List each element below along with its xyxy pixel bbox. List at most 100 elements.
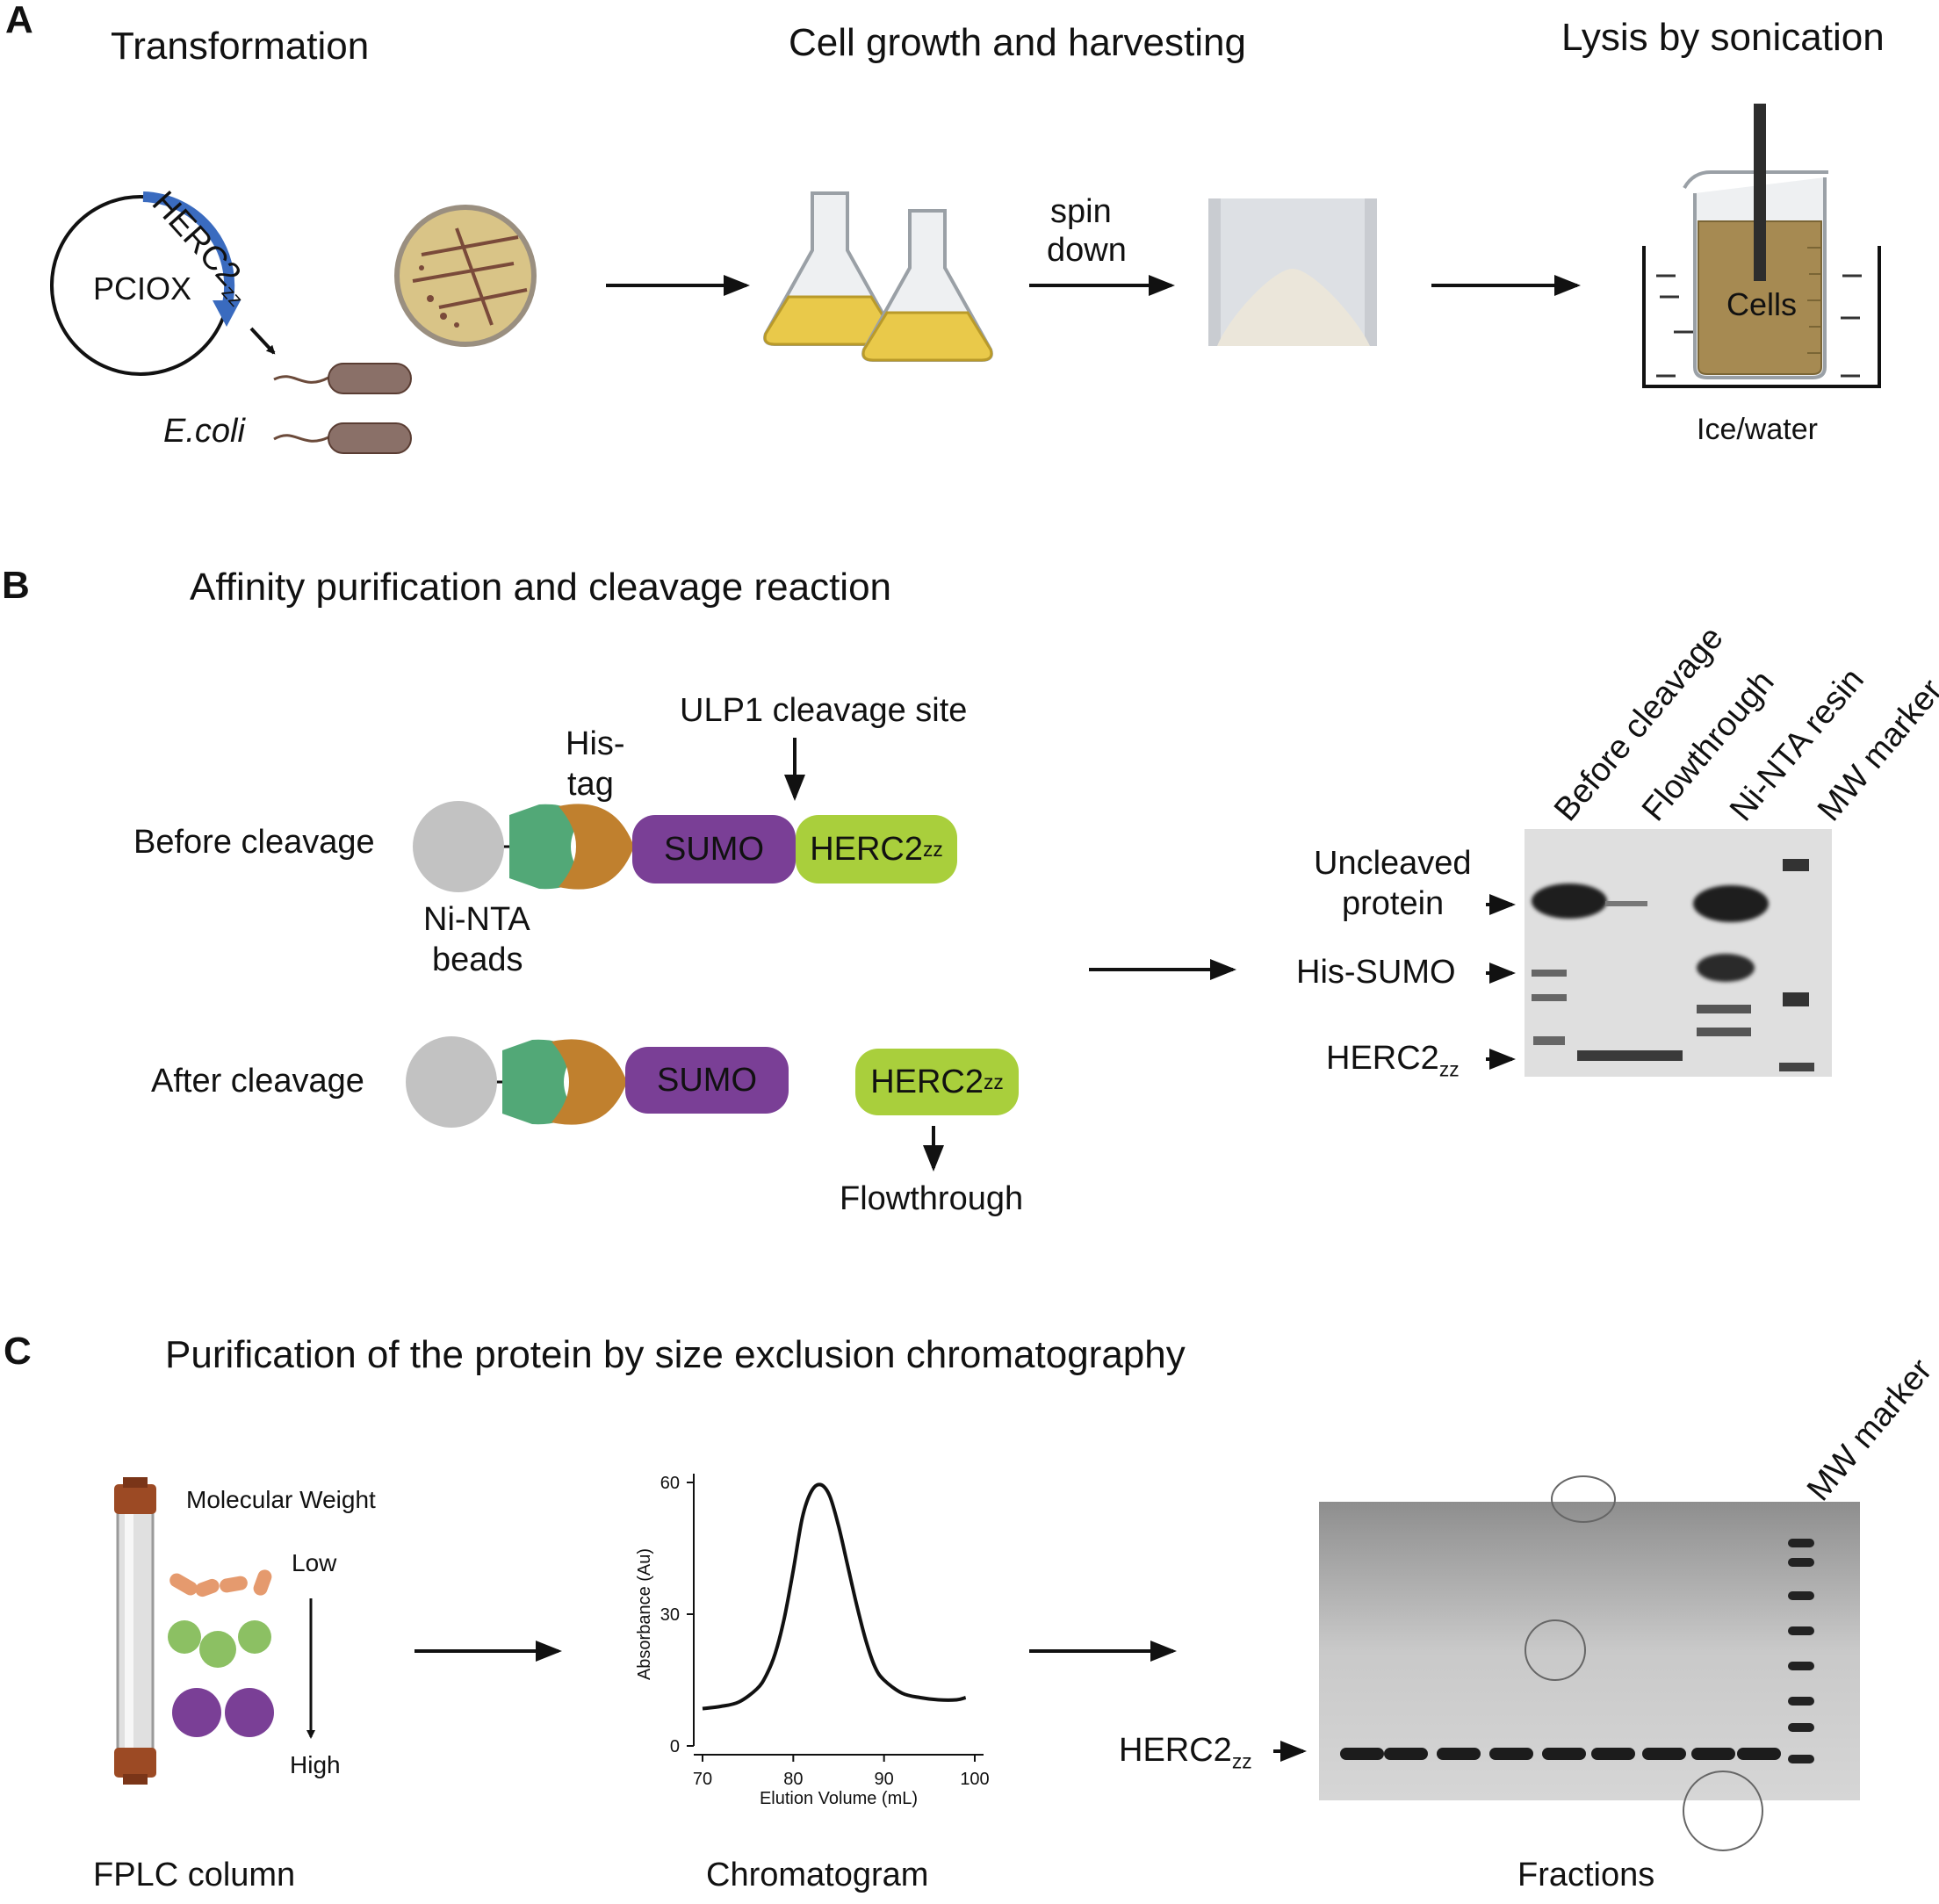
spin-label-1: spin: [1050, 193, 1112, 230]
herc2-label-main: HERC2: [870, 1063, 984, 1100]
gel-marker-band: [1788, 1755, 1814, 1763]
ni-nta-bead-icon: [406, 1036, 497, 1128]
gel-band: [1532, 970, 1567, 977]
fraction-band-label-sub: ZZ: [1231, 1749, 1252, 1773]
gel-band: [1542, 1748, 1586, 1760]
step-lysis-title: Lysis by sonication: [1561, 16, 1885, 59]
gel-marker-band: [1788, 1662, 1814, 1670]
gel-band: [1779, 1063, 1814, 1071]
gel-band: [1697, 954, 1755, 982]
mw-heading: Molecular Weight: [186, 1486, 376, 1513]
x-tick-label: 100: [960, 1770, 989, 1789]
panel-c-title: Purification of the protein by size excl…: [165, 1333, 1186, 1376]
gel-band: [1737, 1748, 1781, 1760]
ni-nta-bead-icon: [413, 801, 504, 892]
ice-water-label: Ice/water: [1697, 413, 1818, 446]
plasmid-label: PCIOX: [93, 270, 192, 307]
fraction-band-label-main: HERC2: [1119, 1732, 1232, 1769]
band-label-herc2-main: HERC2: [1326, 1040, 1439, 1077]
gel-band: [1340, 1748, 1384, 1760]
transform-arrow: [249, 327, 276, 355]
y-tick-label: 30: [660, 1605, 680, 1625]
herc2-label-sub: ZZ: [984, 1070, 1004, 1093]
high-mw-molecules-icon: [172, 1688, 274, 1737]
mw-low-label: Low: [292, 1549, 337, 1576]
ecoli-bacterium-icon: [273, 363, 412, 394]
gel-band: [1532, 994, 1567, 1001]
before-cleavage-label: Before cleavage: [133, 824, 375, 861]
ulp1-label: ULP1 cleavage site: [680, 692, 968, 729]
x-tick-label: 90: [875, 1770, 894, 1789]
fplc-column-icon: [114, 1477, 156, 1785]
sumo-domain: SUMO: [632, 815, 796, 883]
ni-nta-binding-domain-icon: [502, 1039, 574, 1125]
band-label-his-sumo: His-SUMO: [1296, 954, 1456, 991]
caption-fplc-column: FPLC column: [93, 1857, 296, 1893]
gel-bubble: [1551, 1475, 1616, 1523]
sumo-label: SUMO: [657, 1061, 757, 1099]
sumo-domain: SUMO: [625, 1047, 789, 1114]
histag-label-2: tag: [567, 766, 614, 803]
band-label-herc2-sub: ZZ: [1438, 1057, 1460, 1081]
step-transformation-title: Transformation: [111, 25, 370, 68]
gel-band: [1532, 883, 1607, 919]
gel-marker-band: [1788, 1558, 1814, 1567]
plasmid-icon: [50, 191, 241, 376]
y-axis-label: Absorbance (Au): [635, 1548, 654, 1680]
sumo-label: SUMO: [664, 830, 764, 868]
after-cleavage-label: After cleavage: [151, 1063, 364, 1100]
gel-bubble: [1525, 1619, 1586, 1681]
gel-marker-band: [1788, 1697, 1814, 1706]
gel-band: [1783, 992, 1809, 1006]
gel-band: [1437, 1748, 1481, 1760]
panel-a-label: A: [5, 0, 33, 41]
herc2-domain: HERC2ZZ: [796, 815, 957, 883]
beads-label-1: Ni-NTA: [423, 901, 530, 938]
centrifuge-tube-photo: [1208, 198, 1377, 346]
herc2-label-main: HERC2: [810, 830, 923, 868]
his-tag-icon: [559, 804, 634, 890]
gel-marker-band: [1788, 1591, 1814, 1600]
gel-band: [1783, 859, 1809, 871]
histag-label-1: His-: [566, 725, 625, 762]
ni-nta-binding-domain-icon: [509, 804, 581, 890]
gel-marker-band: [1788, 1626, 1814, 1635]
gel-band: [1591, 1748, 1635, 1760]
y-tick-label: 60: [660, 1474, 680, 1493]
gel-band: [1697, 1028, 1751, 1036]
spin-label-2: down: [1047, 232, 1127, 269]
ecoli-label: E.coli: [163, 413, 245, 450]
petri-dish-icon: [394, 205, 537, 347]
gel-band: [1533, 1036, 1565, 1045]
x-tick-label: 80: [783, 1770, 803, 1789]
low-mw-molecules-icon: [169, 1569, 272, 1597]
panel-b-label: B: [2, 564, 30, 607]
sds-page-gel-b: [1525, 829, 1832, 1077]
sonicator-probe-icon: [1754, 104, 1766, 281]
fraction-band-label: HERC2ZZ: [1119, 1732, 1252, 1774]
gel-marker-band: [1788, 1723, 1814, 1732]
panel-c-label: C: [4, 1330, 32, 1373]
mw-high-label: High: [290, 1751, 341, 1778]
band-label-uncleaved-1: Uncleaved: [1314, 845, 1472, 882]
gel-band: [1384, 1748, 1428, 1760]
cells-label: Cells: [1726, 286, 1798, 322]
his-tag-icon: [551, 1039, 627, 1125]
gel-band: [1577, 1050, 1683, 1061]
panel-b-title: Affinity purification and cleavage react…: [190, 566, 892, 609]
gel-band: [1697, 1005, 1751, 1013]
beads-label-2: beads: [432, 941, 523, 978]
caption-chromatogram: Chromatogram: [706, 1857, 929, 1893]
herc2-domain-cleaved: HERC2ZZ: [855, 1049, 1019, 1115]
ecoli-bacterium-icon: [273, 422, 412, 454]
band-label-herc2: HERC2ZZ: [1326, 1040, 1460, 1082]
gel-band: [1605, 901, 1647, 906]
x-tick-label: 70: [693, 1770, 712, 1789]
flowthrough-label: Flowthrough: [840, 1180, 1024, 1217]
band-label-uncleaved-2: protein: [1342, 885, 1445, 922]
caption-fractions: Fractions: [1517, 1857, 1655, 1893]
ice-water-bath-icon: [1642, 246, 1881, 388]
mid-mw-molecules-icon: [168, 1620, 271, 1668]
